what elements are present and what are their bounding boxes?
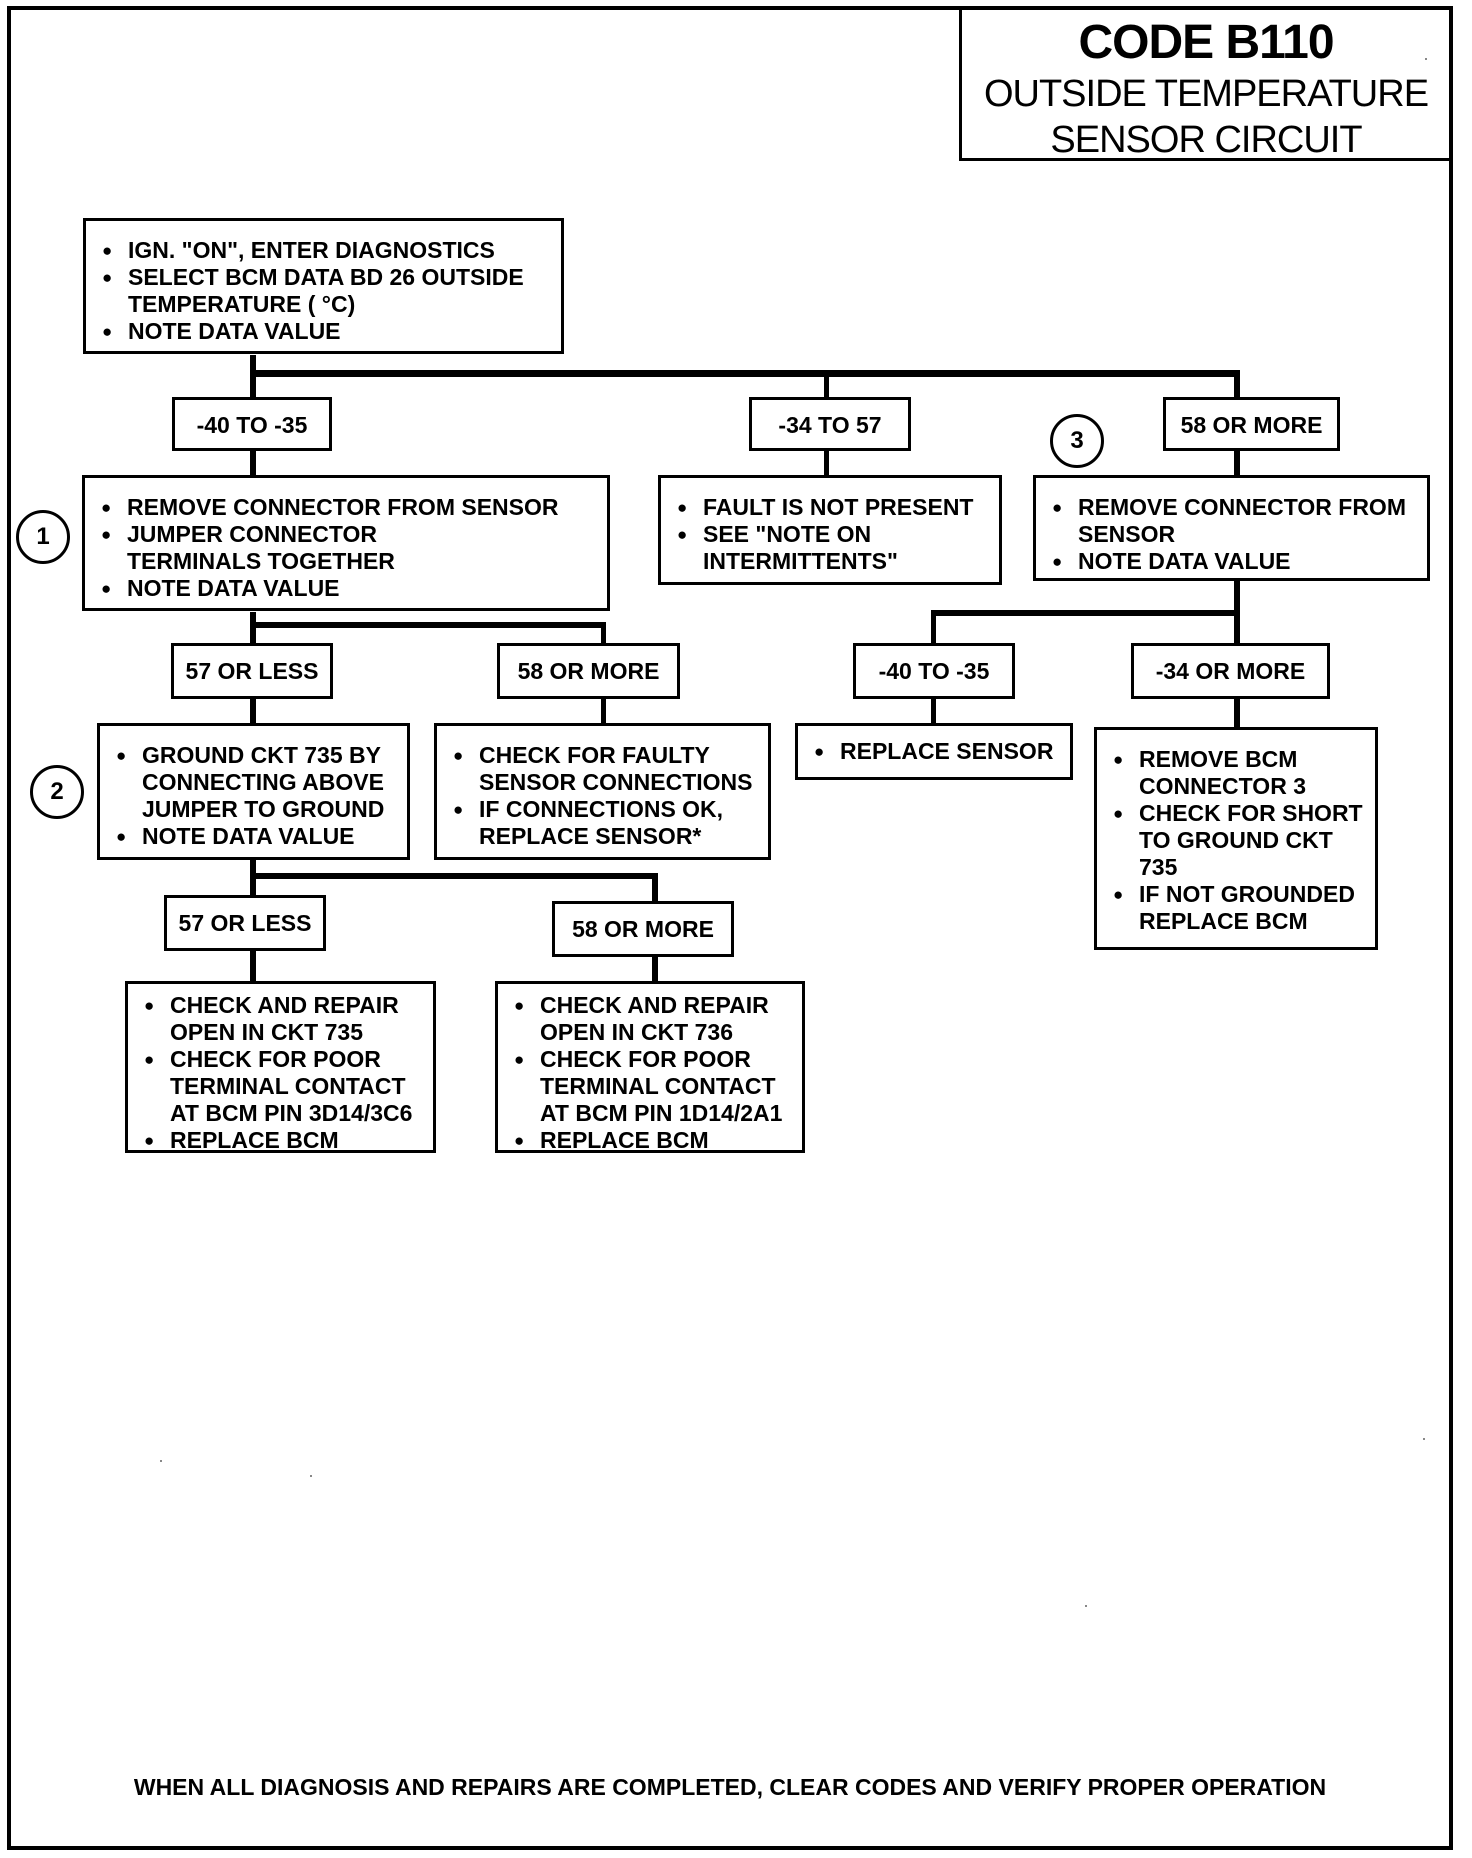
branch-label-range-high: 58 OR MORE [1163,397,1340,451]
connector-line [250,873,658,879]
step-number-3: 3 [1050,414,1104,468]
repair-ckt-736-item: CHECK FOR POOR TERMINAL CONTACT AT BCM P… [510,1046,794,1127]
connector-line [824,450,829,477]
code-title: CODE B110 [1078,16,1334,69]
branch-label-range-mid: -34 TO 57 [749,397,911,451]
repair-ckt-735-item: REPLACE BCM [140,1127,425,1154]
fault-not-present-item: SEE "NOTE ON INTERMITTENTS" [673,521,991,575]
scan-speck [1423,1438,1425,1440]
title-line-1: OUTSIDE TEMPERATURE [983,73,1429,115]
repair-ckt-735-item: CHECK FOR POOR TERMINAL CONTACT AT BCM P… [140,1046,425,1127]
title-line-2: SENSOR CIRCUIT [1050,119,1362,161]
step-2-item: GROUND CKT 735 BY CONNECTING ABOVE JUMPE… [112,742,399,823]
step-number-1: 1 [16,510,70,564]
start-step-item: NOTE DATA VALUE [98,318,553,345]
bcm-short-check-item: IF NOT GROUNDED REPLACE BCM [1109,881,1367,935]
scan-speck [1425,58,1427,60]
connector-line [250,697,256,725]
branch-label-step1-57-or-less: 57 OR LESS [171,643,333,699]
step-1-box: REMOVE CONNECTOR FROM SENSOR JUMPER CONN… [82,475,610,611]
step-2-item: NOTE DATA VALUE [112,823,399,850]
step-2-box: GROUND CKT 735 BY CONNECTING ABOVE JUMPE… [97,723,410,860]
scan-speck [310,1475,312,1477]
title-block: CODE B110 OUTSIDE TEMPERATURE SENSOR CIR… [959,6,1453,161]
connector-line [250,612,256,645]
connector-line [652,954,658,983]
fault-not-present-item: FAULT IS NOT PRESENT [673,494,991,521]
repair-ckt-736-item: REPLACE BCM [510,1127,794,1154]
fault-not-present-box: FAULT IS NOT PRESENT SEE "NOTE ON INTERM… [658,475,1002,585]
faulty-connections-box: CHECK FOR FAULTY SENSOR CONNECTIONS IF C… [434,723,771,860]
repair-ckt-735-box: CHECK AND REPAIR OPEN IN CKT 735 CHECK F… [125,981,436,1154]
branch-label-step1-58-or-more: 58 OR MORE [497,643,680,699]
start-step-item: IGN. "ON", ENTER DIAGNOSTICS [98,237,553,264]
branch-label-step3-40-to-35: -40 TO -35 [853,643,1015,699]
page-frame [7,6,1453,1850]
step-3-item: REMOVE CONNECTOR FROM SENSOR [1048,494,1419,548]
step-number-2: 2 [30,765,84,819]
connector-line [601,622,606,645]
connector-line [824,374,829,399]
connector-line [250,622,606,628]
bcm-short-check-item: REMOVE BCM CONNECTOR 3 [1109,746,1367,800]
step-3-box: REMOVE CONNECTOR FROM SENSOR NOTE DATA V… [1033,475,1430,581]
connector-line [652,873,658,903]
repair-ckt-736-box: CHECK AND REPAIR OPEN IN CKT 736 CHECK F… [495,981,805,1154]
scan-speck [160,1460,162,1462]
faulty-connections-item: IF CONNECTIONS OK, REPLACE SENSOR* [449,796,760,850]
connector-line [250,370,1240,377]
connector-line [1234,450,1240,477]
footer-note: WHEN ALL DIAGNOSIS AND REPAIRS ARE COMPL… [133,1774,1327,1800]
bcm-short-check-item: CHECK FOR SHORT TO GROUND CKT 735 [1109,800,1367,881]
connector-line [931,610,936,645]
scan-speck [1085,1605,1087,1607]
step-1-item: JUMPER CONNECTOR TERMINALS TOGETHER [97,521,599,575]
bcm-short-check-box: REMOVE BCM CONNECTOR 3 CHECK FOR SHORT T… [1094,727,1378,950]
repair-ckt-736-item: CHECK AND REPAIR OPEN IN CKT 736 [510,992,794,1046]
branch-label-step2-58-or-more: 58 OR MORE [552,901,734,957]
connector-line [250,450,256,477]
start-step-item: SELECT BCM DATA BD 26 OUTSIDE TEMPERATUR… [98,264,553,318]
connector-line [601,697,606,725]
branch-label-step2-57-or-less: 57 OR LESS [164,895,326,951]
step-1-item: NOTE DATA VALUE [97,575,599,602]
branch-label-step3-34-or-more: -34 OR MORE [1131,643,1330,699]
repair-ckt-735-item: CHECK AND REPAIR OPEN IN CKT 735 [140,992,425,1046]
connector-line [1234,697,1240,729]
connector-line [931,697,936,725]
step-3-item: NOTE DATA VALUE [1048,548,1419,575]
replace-sensor-item: REPLACE SENSOR [810,738,1062,765]
step-1-item: REMOVE CONNECTOR FROM SENSOR [97,494,599,521]
replace-sensor-box: REPLACE SENSOR [795,723,1073,780]
connector-line [250,948,256,983]
connector-line [931,610,1240,616]
start-step-box: IGN. "ON", ENTER DIAGNOSTICS SELECT BCM … [83,218,564,354]
faulty-connections-item: CHECK FOR FAULTY SENSOR CONNECTIONS [449,742,760,796]
connector-line [1234,374,1240,399]
branch-label-range-low: -40 TO -35 [172,397,332,451]
